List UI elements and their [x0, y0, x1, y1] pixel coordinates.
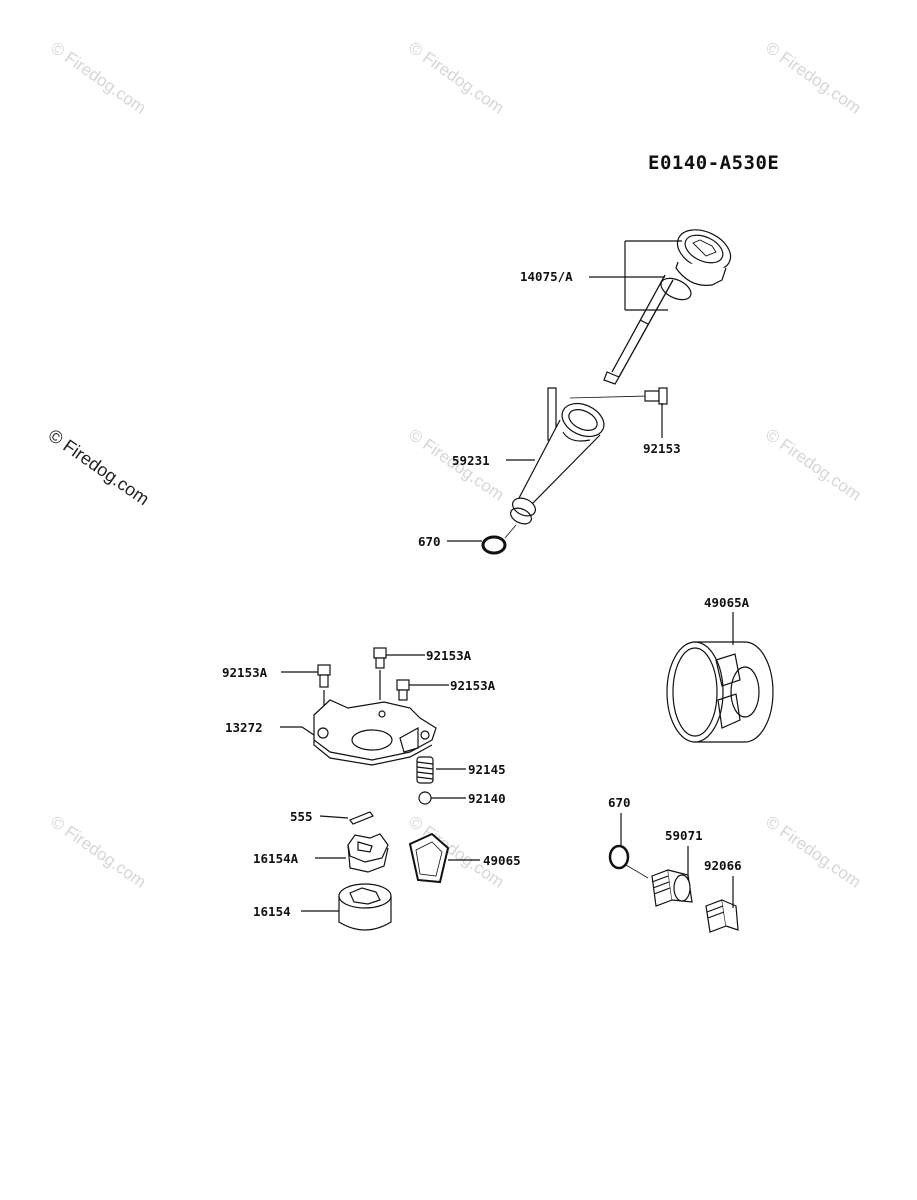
label-59231: 59231: [452, 453, 490, 468]
label-92153A-right: 92153A: [450, 678, 496, 693]
rotor-16154A: [347, 833, 389, 873]
label-92066: 92066: [704, 858, 742, 873]
bolt-92153A-left: [317, 664, 331, 688]
label-670-lower: 670: [608, 795, 631, 810]
screen-49065: [408, 832, 450, 884]
label-670-upper: 670: [418, 534, 441, 549]
bolt-92153A-mid: [373, 647, 387, 669]
label-16154A: 16154A: [253, 851, 299, 866]
label-555: 555: [290, 809, 313, 824]
fitting-59071: [651, 869, 693, 907]
label-14075A: 14075/A: [520, 269, 573, 284]
bolt-92153A-right: [396, 679, 410, 701]
o-ring-670-lower: [608, 844, 630, 870]
label-13272: 13272: [225, 720, 263, 735]
label-49065: 49065: [483, 853, 521, 868]
rotor-16154: [338, 883, 392, 931]
label-92145: 92145: [468, 762, 506, 777]
o-ring-670-upper: [481, 535, 507, 555]
label-92153: 92153: [643, 441, 681, 456]
dipstick: [603, 229, 732, 385]
label-16154: 16154: [253, 904, 291, 919]
diagram-code: E0140-A530E: [648, 152, 780, 174]
oil-filter-49065A: [666, 641, 774, 743]
filler-tube: [510, 387, 605, 525]
ball-92140: [418, 791, 432, 805]
bolt-92153: [569, 387, 668, 405]
plate-13272: [313, 699, 437, 766]
label-92140: 92140: [468, 791, 506, 806]
label-49065A: 49065A: [704, 595, 750, 610]
label-92153A-mid: 92153A: [426, 648, 472, 663]
label-92153A-left: 92153A: [222, 665, 268, 680]
spring-92145: [416, 756, 434, 784]
plug-92066: [705, 899, 739, 933]
label-59071: 59071: [665, 828, 703, 843]
pin-555: [349, 811, 374, 825]
